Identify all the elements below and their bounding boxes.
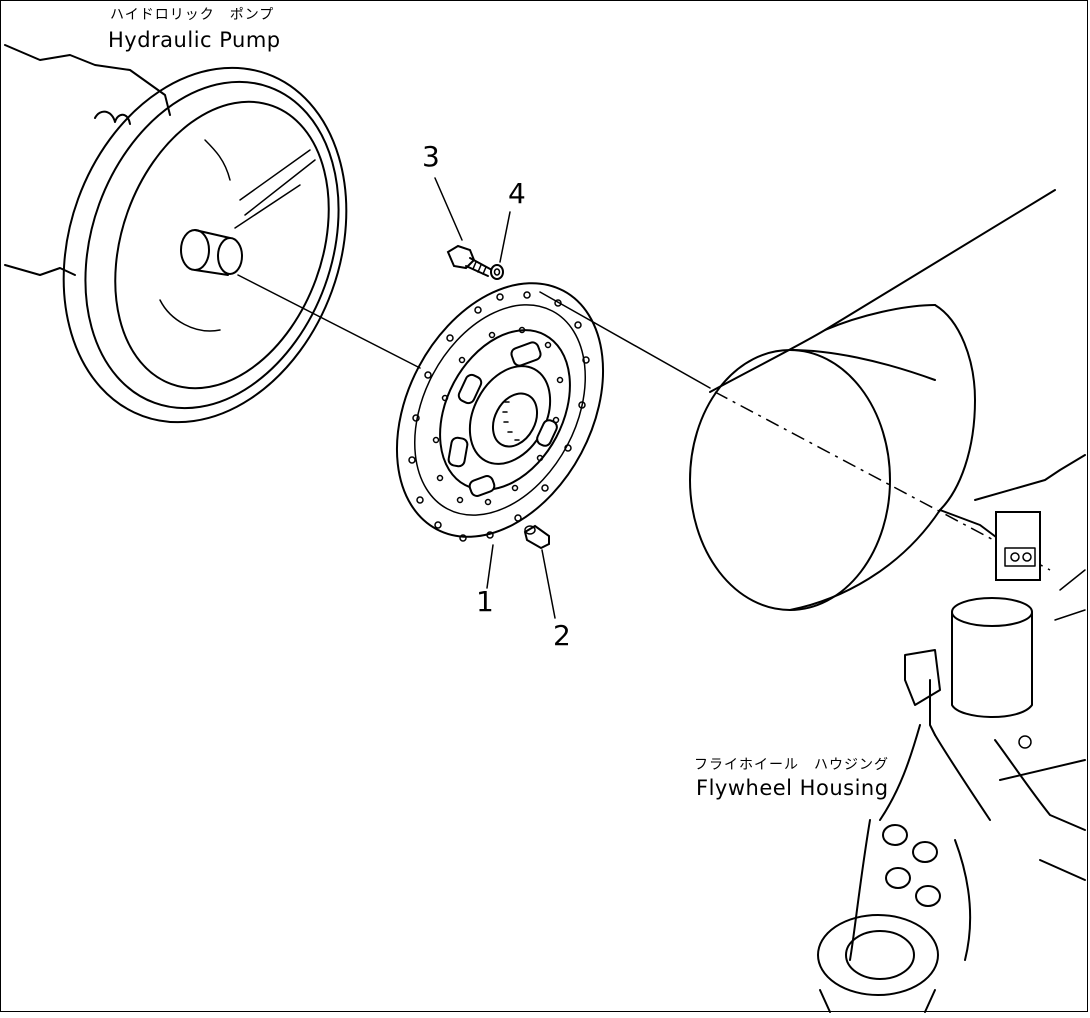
flywheel-housing-label-jp: フライホイール ハウジング	[694, 757, 889, 773]
washer	[490, 264, 504, 280]
bolt	[446, 244, 493, 277]
center-line	[237, 274, 421, 369]
damper-disc	[395, 282, 605, 542]
flywheel-housing-label: Flywheel Housing	[696, 776, 889, 800]
dowel-pin	[523, 524, 550, 550]
hydraulic-pump	[4, 44, 348, 424]
hydraulic-pump-label: Hydraulic Pump	[108, 28, 281, 52]
callout-2: 2	[553, 619, 571, 652]
flywheel-housing	[689, 189, 1086, 1013]
callout-1: 1	[476, 585, 494, 618]
hydraulic-pump-label-jp: ハイドロリック ポンプ	[110, 7, 275, 23]
callout-3: 3	[422, 140, 440, 173]
callout-4: 4	[508, 177, 526, 210]
